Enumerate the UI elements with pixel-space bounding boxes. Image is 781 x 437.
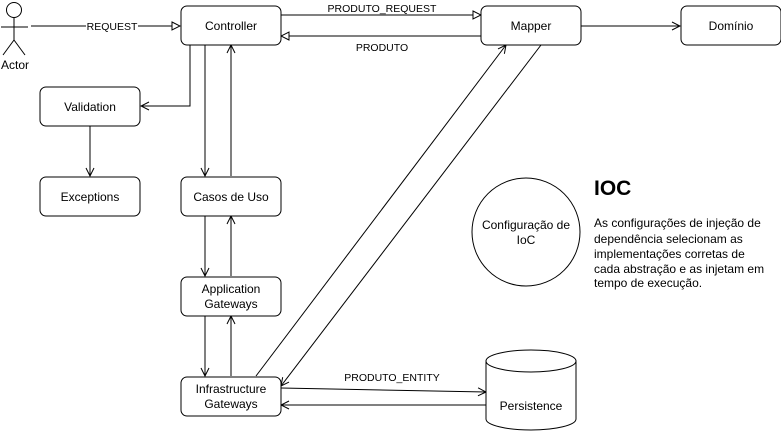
validation-box: Validation	[39, 86, 141, 127]
mapper-box: Mapper	[480, 5, 582, 46]
edge-label-request: REQUEST	[86, 20, 138, 33]
configuracao-ioc-label-line2: IoC	[517, 233, 536, 247]
ioc-description-line: As configurações de injeção de	[594, 216, 761, 230]
exceptions-label: Exceptions	[61, 190, 120, 204]
configuracao-ioc-label-line1: Configuração de	[482, 218, 570, 232]
controller-label: Controller	[205, 19, 257, 33]
ioc-description-line: cada abstração e as injetam em	[594, 262, 764, 276]
edge-infragw-persistence	[280, 388, 486, 392]
application-gateways-label-line2: Gateways	[204, 297, 257, 311]
casos-de-uso-box: Casos de Uso	[180, 176, 282, 217]
ioc-title: IOC	[594, 177, 631, 200]
dominio-box: Domínio	[680, 5, 781, 46]
infrastructure-gateways-label-line2: Gateways	[204, 397, 257, 411]
ioc-description: As configurações de injeção de dependênc…	[594, 216, 764, 290]
mapper-label: Mapper	[511, 19, 552, 33]
exceptions-box: Exceptions	[39, 176, 141, 217]
infrastructure-gateways-box: Infrastructure Gateways	[180, 376, 282, 417]
edge-infragw-mapper	[255, 45, 506, 377]
casos-de-uso-label: Casos de Uso	[193, 190, 269, 204]
ioc-description-line: dependência selecionam as	[594, 232, 743, 246]
edge-label-produto-entity: PRODUTO_ENTITY	[344, 372, 439, 384]
validation-label: Validation	[64, 100, 116, 114]
actor-icon	[1, 2, 28, 56]
edge-mapper-infragw	[281, 44, 542, 386]
persistence-cylinder: Persistence	[485, 349, 577, 431]
ioc-description-line: tempo de execução.	[594, 276, 702, 290]
infrastructure-gateways-label-line1: Infrastructure	[196, 382, 267, 396]
edge-label-produto-request: PRODUTO_REQUEST	[328, 3, 437, 15]
persistence-label: Persistence	[500, 399, 563, 413]
edges	[31, 15, 680, 405]
application-gateways-box: Application Gateways	[180, 276, 282, 317]
application-gateways-label-line1: Application	[202, 282, 261, 296]
configuracao-ioc-circle: Configuração de IoC	[471, 177, 581, 287]
svg-text:REQUEST: REQUEST	[87, 21, 138, 33]
actor-label: Actor	[1, 58, 29, 72]
controller-box: Controller	[180, 5, 282, 46]
dominio-label: Domínio	[709, 19, 754, 33]
ioc-description-line: implementações corretas de	[594, 247, 745, 261]
edge-controller-validation	[141, 45, 191, 106]
edge-label-produto: PRODUTO	[356, 42, 408, 54]
